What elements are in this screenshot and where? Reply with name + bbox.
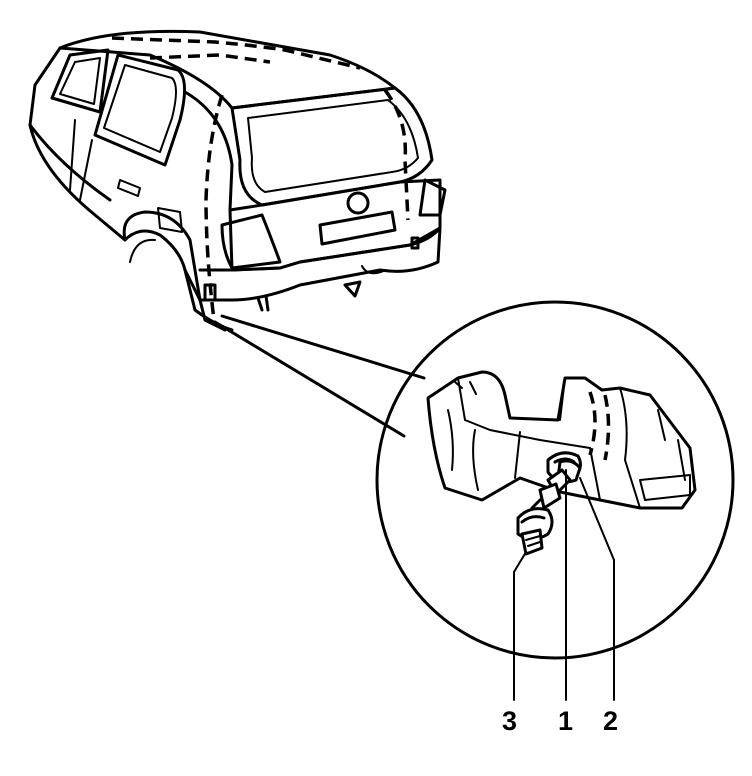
car-body [28,29,447,332]
detail-view [375,300,735,701]
bulb-holder [516,459,582,556]
magnifier-leaders [213,314,426,438]
callout-2: 2 [603,706,618,736]
callout-1: 1 [558,706,573,736]
seam-lines [111,36,410,321]
callout-3: 3 [502,706,517,736]
